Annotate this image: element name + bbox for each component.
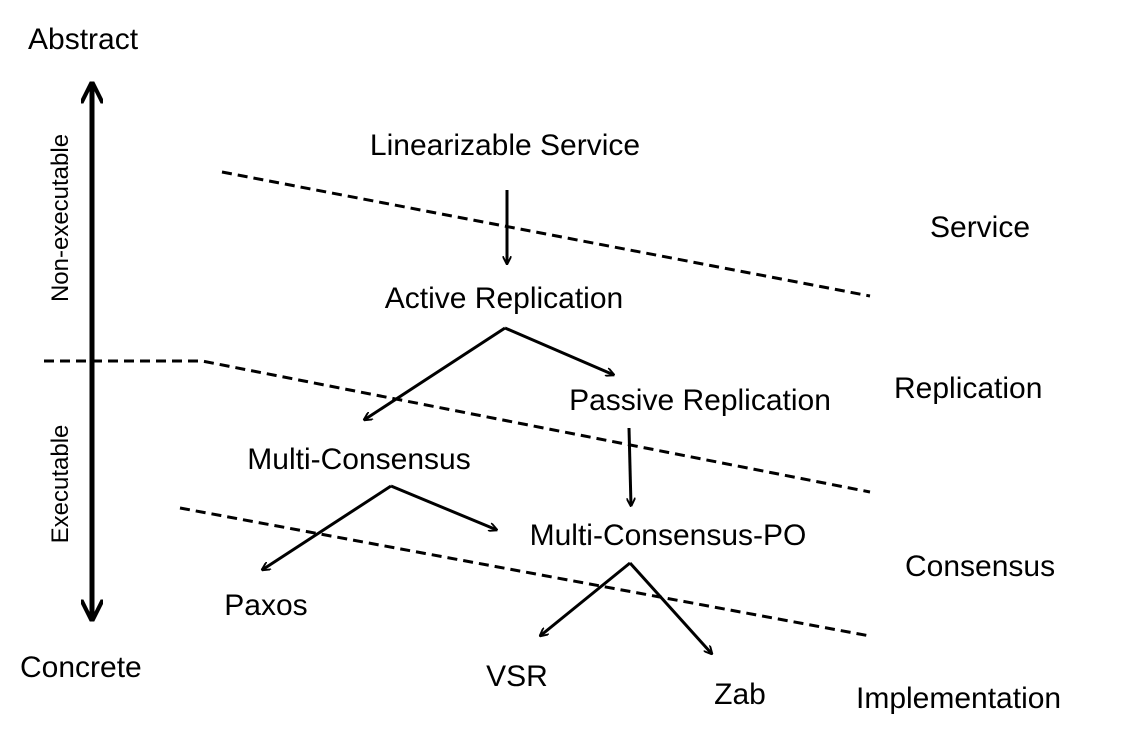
node-active-replication: Active Replication bbox=[385, 282, 623, 315]
service-replication-boundary bbox=[221, 170, 871, 298]
edge-passive-to-multi-consensus-po bbox=[629, 427, 631, 506]
edge-active-to-passive bbox=[504, 326, 614, 375]
executable-boundary bbox=[44, 359, 871, 494]
layer-label-consensus: Consensus bbox=[905, 550, 1055, 583]
layer-label-service: Service bbox=[930, 211, 1030, 244]
edge-multi-consensus-po-to-vsr bbox=[540, 561, 631, 636]
layer-label-replication: Replication bbox=[894, 372, 1042, 405]
edge-multi-consensus-to-paxos bbox=[262, 484, 392, 570]
edge-multi-consensus-to-multi-consensus-po bbox=[390, 484, 497, 530]
node-zab: Zab bbox=[714, 678, 766, 711]
node-multi-consensus-po: Multi-Consensus-PO bbox=[530, 519, 807, 552]
axis-top-label: Abstract bbox=[28, 23, 139, 56]
layer-label-implementation: Implementation bbox=[856, 682, 1061, 715]
node-passive-replication: Passive Replication bbox=[569, 384, 831, 417]
node-paxos: Paxos bbox=[224, 589, 307, 622]
edge-active-to-multi-consensus bbox=[364, 326, 506, 420]
edge-multi-consensus-po-to-zab bbox=[628, 561, 712, 654]
consensus-implementation-boundary bbox=[179, 506, 871, 638]
node-linearizable-service: Linearizable Service bbox=[370, 129, 640, 162]
node-vsr: VSR bbox=[486, 660, 548, 693]
axis-upper-segment-label: Non-executable bbox=[47, 134, 74, 302]
axis-bottom-label: Concrete bbox=[20, 651, 142, 684]
axis-lower-segment-label: Executable bbox=[47, 425, 74, 544]
node-multi-consensus: Multi-Consensus bbox=[247, 443, 470, 476]
